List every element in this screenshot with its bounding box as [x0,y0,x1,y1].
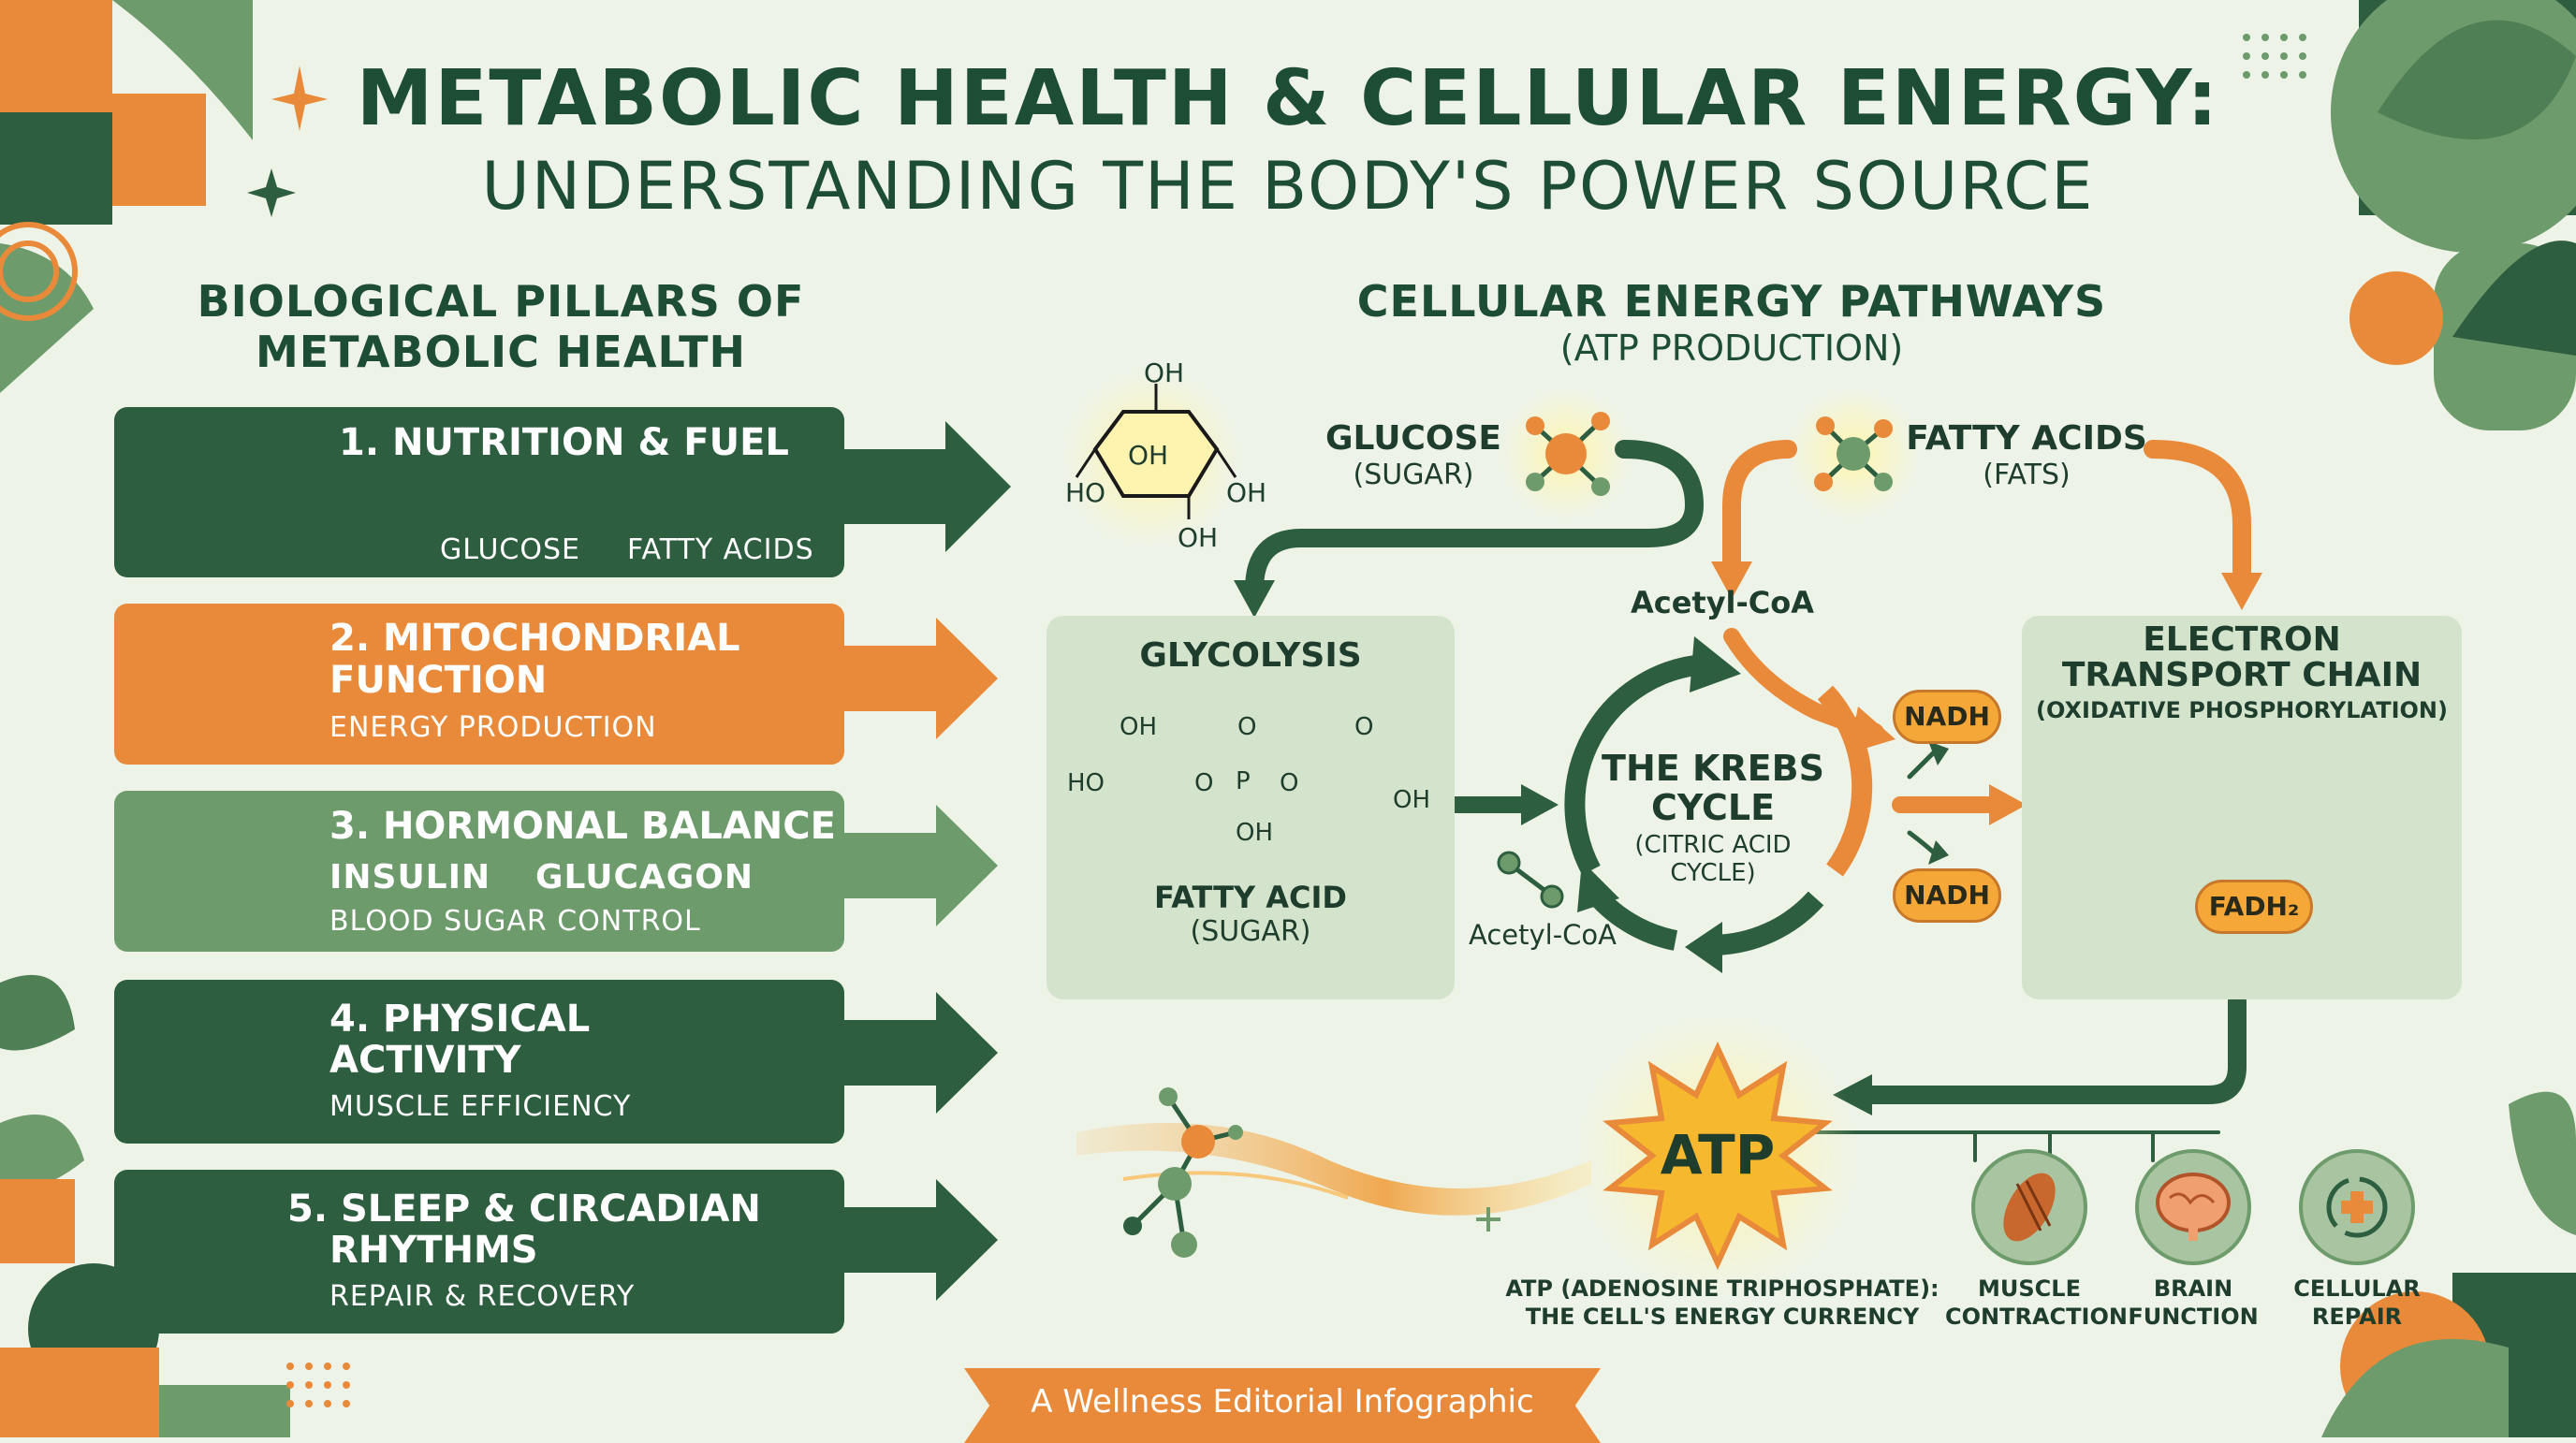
pillar-label-glucagon: GLUCAGON [535,858,754,896]
krebs-subtitle-line1: (CITRIC ACID [1634,831,1792,859]
fatty-acids-label: FATTY ACIDS [1906,419,2147,458]
acetyl-molecule [1497,851,1564,909]
repair-icon [2299,1149,2415,1265]
etc-panel [2022,616,2462,999]
atp-description-line2: THE CELL'S ENERGY CURRENCY [1525,1304,1920,1330]
pillar-title: 1. NUTRITION & FUEL [339,421,789,464]
use-label-line1: BRAIN [2153,1275,2233,1302]
pillars-heading: BIOLOGICAL PILLARS OF METABOLIC HEALTH [122,276,880,377]
pillar-title-line2: FUNCTION [329,659,548,702]
glucose-molecule [1500,388,1632,519]
pillar-title: 3. HORMONAL BALANCE [329,805,836,848]
use-muscle-label: MUSCLE CONTRACTION [1945,1275,2128,1331]
etc-title-line1: ELECTRON [2143,620,2341,659]
nadh-badge: NADH [1893,690,2001,744]
pillar-arrows [844,421,1011,1301]
pillar-sub: MUSCLE EFFICIENCY [329,1090,632,1123]
pillar-label-fatty-acids: FATTY ACIDS [627,533,814,566]
pillar-label-glucose: GLUCOSE [440,533,580,566]
pillar-sub: BLOOD SUGAR CONTROL [329,905,701,938]
molecule-atom-label: OH [1393,786,1431,814]
pillars-heading-line2: METABOLIC HEALTH [255,327,747,377]
molecule-atom-label: O [1237,713,1257,741]
krebs-title-line1: THE KREBS [1602,748,1824,789]
use-label-line2: REPAIR [2311,1304,2403,1330]
atp-description-line1: ATP (ADENOSINE TRIPHOSPHATE): [1505,1275,1939,1302]
etc-title-line2: TRANSPORT CHAIN [2061,656,2422,694]
pillar-sub: REPAIR & RECOVERY [329,1280,636,1313]
molecule-atom-label: O [1354,713,1374,741]
pillar-title-line2: RHYTHMS [329,1229,538,1272]
molecule-atom-label: OH [1120,713,1158,741]
brain-icon [2135,1149,2251,1265]
krebs-cycle-ring [1564,636,1873,973]
pillar-mitochondrial[interactable]: 2. MITOCHONDRIAL FUNCTION ENERGY PRODUCT… [114,604,844,765]
acetyl-coa-label: Acetyl-CoA [1630,585,1815,620]
fadh2-badge: FADH₂ [2195,880,2313,934]
ring-atom-label: OH [1226,477,1267,508]
pillar-sleep[interactable]: 5. SLEEP & CIRCADIAN RHYTHMS REPAIR & RE… [114,1170,844,1334]
acetyl-coa-label: Acetyl-CoA [1469,919,1617,951]
decor-bottom-right [2321,1091,2576,1437]
glycolysis-footer-line1: FATTY ACID [1154,880,1347,915]
molecule-atom-label: P [1236,767,1251,795]
molecule-atom-label: O [1280,769,1299,797]
glycolysis-panel [1046,616,1455,999]
muscle-icon [1971,1149,2087,1265]
footer-ribbon [964,1368,1601,1443]
glycolysis-footer-line2: (SUGAR) [1190,915,1311,948]
energy-swirl [1076,1087,1591,1258]
pathways-heading: CELLULAR ENERGY PATHWAYS [1356,276,2107,327]
etc-subtitle: (OXIDATIVE PHOSPHORYLATION) [2036,697,2448,723]
ring-atom-label: OH [1128,440,1169,471]
pillar-title-line1: 5. SLEEP & CIRCADIAN [287,1188,761,1231]
pillar-label-insulin: INSULIN [329,858,491,896]
page-subtitle: UNDERSTANDING THE BODY'S POWER SOURCE [481,148,2095,225]
use-label-line1: MUSCLE [1978,1275,2081,1302]
glucose-label: GLUCOSE [1325,419,1501,458]
pillar-title-line1: 4. PHYSICAL [329,998,591,1041]
pillar-hormonal[interactable]: 3. HORMONAL BALANCE INSULIN GLUCAGON BLO… [114,791,844,952]
atp-label: ATP [1660,1123,1776,1187]
page-title: METABOLIC HEALTH & CELLULAR ENERGY: [356,54,2220,143]
use-label-line2: FUNCTION [2128,1304,2259,1330]
pillar-sub: ENERGY PRODUCTION [329,711,657,744]
fatty-acids-sublabel: (FATS) [1983,459,2071,491]
pillars-heading-line1: BIOLOGICAL PILLARS OF [197,276,805,327]
krebs-title-line2: CYCLE [1650,787,1776,828]
molecule-atom-label: OH [1236,819,1274,847]
krebs-title: THE KREBS CYCLE [1601,749,1825,827]
atp-burst [1577,1015,1858,1296]
molecule-atom-label: O [1194,769,1214,797]
pathways-subheading: (ATP PRODUCTION) [1559,328,1904,369]
pathway-arrows [1234,440,2262,1162]
nadh-badge: NADH [1893,868,2001,923]
ring-atom-label: HO [1065,477,1106,508]
molecule-atom-label: HO [1067,769,1105,797]
decor-top-right [2243,0,2576,430]
pillar-physical-activity[interactable]: 4. PHYSICAL ACTIVITY MUSCLE EFFICIENCY [114,980,844,1144]
glucose-sublabel: (SUGAR) [1353,459,1474,491]
krebs-subtitle-line2: CYCLE) [1670,859,1756,887]
fatty-acid-molecule [1788,388,1919,519]
krebs-subtitle: (CITRIC ACID CYCLE) [1601,831,1825,887]
glucose-ring-structure [1062,370,1240,547]
atp-description: ATP (ADENOSINE TRIPHOSPHATE): THE CELL'S… [1498,1275,1947,1331]
pillar-title-line1: 2. MITOCHONDRIAL [329,617,740,660]
glycolysis-title: GLYCOLYSIS [1139,636,1362,675]
footer-credit: A Wellness Editorial Infographic [1031,1383,1534,1421]
decor-top-left [0,0,328,393]
ring-atom-label: OH [1144,357,1185,388]
ring-atom-label: OH [1178,522,1219,553]
etc-title: ELECTRON TRANSPORT CHAIN [2022,622,2462,693]
use-brain-label: BRAIN FUNCTION [2118,1275,2268,1331]
use-label-line2: CONTRACTION [1945,1304,2128,1330]
pillar-nutrition[interactable]: 1. NUTRITION & FUEL GLUCOSE FATTY ACIDS [114,407,844,577]
use-label-line1: CELLULAR [2293,1275,2421,1302]
pillar-title-line2: ACTIVITY [329,1039,521,1082]
use-repair-label: CELLULAR REPAIR [2273,1275,2441,1331]
